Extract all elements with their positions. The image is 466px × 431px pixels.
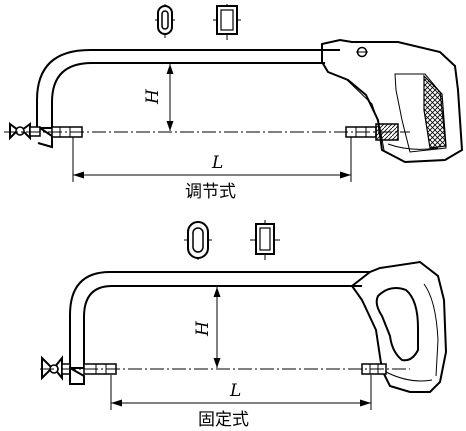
oval-frame-section-icon [155,4,175,38]
length-dimension-2: L [110,375,372,410]
caption-adjustable: 调节式 [185,182,236,202]
front-wing-nut-2 [41,355,85,385]
length-dimension: L [72,137,352,182]
oval-frame-section-icon-2 [184,221,212,260]
length-label: L [211,153,223,173]
pistol-grip-handle [321,38,464,164]
length-label-2: L [229,381,241,401]
caption-fixed: 固定式 [198,410,249,430]
fixed-frame [69,271,370,369]
height-label: H [143,88,163,105]
height-dimension: H [143,64,174,131]
straight-handle [350,260,448,393]
front-wing-nut [9,122,53,149]
adjustable-frame [36,49,340,129]
height-label-2: H [193,320,213,337]
rect-frame-section-icon [213,4,241,40]
adjustable-hacksaw: H L 调节式 [4,4,464,202]
height-dimension-2: H [193,287,221,368]
fixed-hacksaw: H L 固定式 [40,220,448,430]
rect-frame-section-icon-2 [250,220,280,260]
